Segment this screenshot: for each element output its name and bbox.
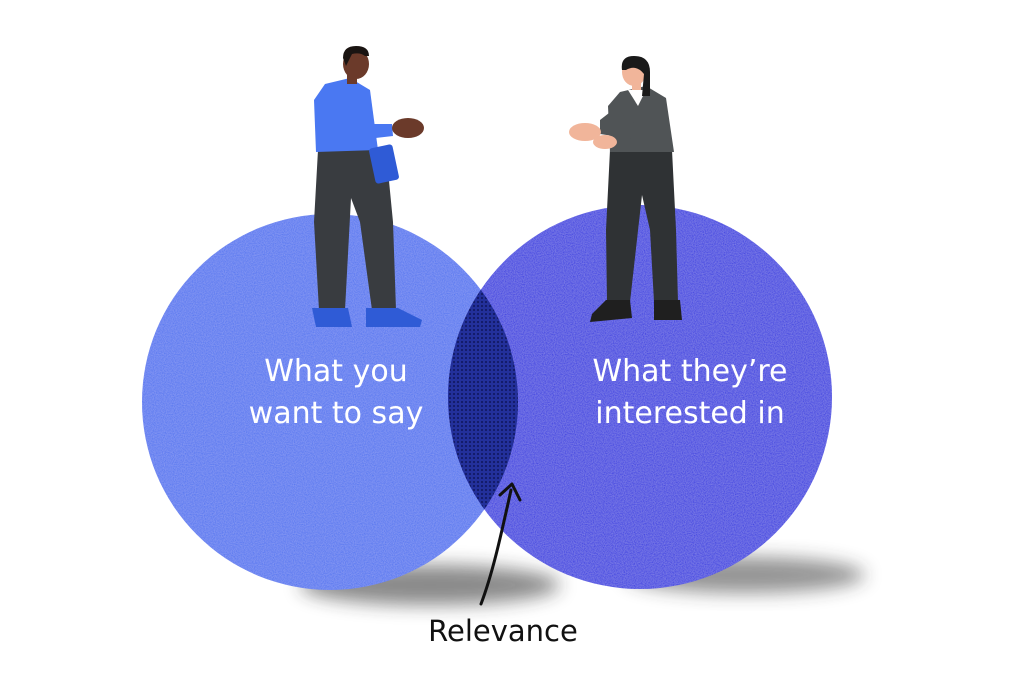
relevance-arrow-head [498,482,522,502]
woman-arm [600,106,650,140]
woman-left-shoe [590,300,632,322]
man-pants [314,150,396,310]
man-arm [334,92,393,141]
man-left-shoe [312,308,352,327]
woman-hair [621,56,650,96]
right-circle-label-line2: interested in [595,396,784,431]
overlap-label: Relevance [428,614,578,648]
left-venn-circle [142,214,518,590]
woman-hand [569,123,601,141]
man-hand [392,118,424,138]
woman-figure [569,56,682,322]
woman-hand-2 [593,135,617,149]
man-figure [312,46,424,327]
left-circle-label-line2: want to say [249,396,424,431]
woman-right-shoe [654,300,682,320]
woman-collar [628,90,646,106]
left-circle-label-line1: What you [264,354,407,389]
man-hair [343,46,369,66]
woman-pants [606,150,678,302]
man-bag [369,144,399,184]
man-right-shoe [366,308,422,327]
right-venn-circle [448,205,832,589]
relevance-arrow [479,488,513,606]
right-circle-label-line1: What they’re [592,354,787,389]
